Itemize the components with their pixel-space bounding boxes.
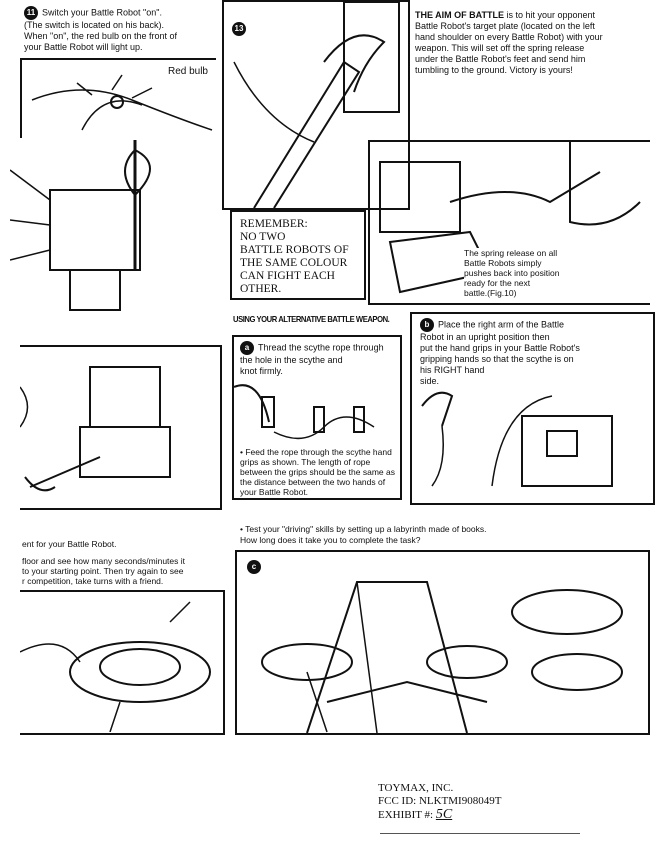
- step-number-badge: 11: [24, 6, 38, 20]
- exhibit-number: 5C: [435, 807, 453, 822]
- company-name: TOYMAX, INC.: [378, 782, 454, 794]
- bottom-left-instructions: floor and see how many seconds/minutes i…: [22, 556, 186, 586]
- step-a-note: • Feed the rope through the scythe hand …: [240, 447, 395, 497]
- spinning-robot-panel: [20, 590, 225, 735]
- red-bulb-label: Red bulb: [167, 66, 208, 77]
- red-bulb-illustration: [31, 74, 213, 131]
- step-number-badge: 13: [232, 22, 246, 36]
- remember-box: REMEMBER: NO TWO BATTLE ROBOTS OF THE SA…: [230, 210, 366, 300]
- scythe-rope-illustration: [234, 384, 375, 440]
- robot-with-axe-illustration: [10, 140, 151, 311]
- step-number-badge: b: [420, 318, 434, 332]
- aim-of-battle-text: THE AIM OF BATTLE is to hit your opponen…: [415, 10, 603, 75]
- alt-weapon-heading: USING YOUR ALTERNATIVE BATTLE WEAPON.: [233, 314, 390, 324]
- step-number-badge: c: [247, 560, 261, 574]
- spinning-robot-illustration: [20, 601, 211, 732]
- driving-test-text: • Test your "driving" skills by setting …: [240, 524, 487, 545]
- fcc-id: FCC ID: NLKTMI908049T: [378, 795, 502, 807]
- spring-release-text: The spring release on all Battle Robots …: [464, 248, 560, 298]
- book-labyrinth-illustration: [261, 581, 623, 733]
- aim-heading: THE AIM OF BATTLE: [415, 10, 504, 20]
- step-13-panel: 13: [222, 0, 410, 210]
- robot-swinging-panel: [20, 345, 222, 510]
- exhibit-line: EXHIBIT #: 5C: [378, 807, 453, 822]
- spring-release-panel: The spring release on all Battle Robots …: [368, 140, 650, 305]
- remember-text: REMEMBER: NO TWO BATTLE ROBOTS OF THE SA…: [240, 218, 349, 295]
- robot-swinging-axe-illustration: [20, 366, 171, 492]
- step-c-panel: c: [235, 550, 650, 735]
- bottom-left-intro: ent for your Battle Robot.: [22, 539, 117, 549]
- robot-holding-scythe-illustration: [421, 391, 613, 487]
- footer-divider: [380, 833, 580, 834]
- red-bulb-panel: Red bulb: [20, 58, 216, 138]
- step-number-badge: a: [240, 341, 254, 355]
- fcc-label: TOYMAX, INC. FCC ID: NLKTMI908049T EXHIB…: [378, 782, 501, 822]
- robot-arm-weapon-illustration: [233, 2, 400, 208]
